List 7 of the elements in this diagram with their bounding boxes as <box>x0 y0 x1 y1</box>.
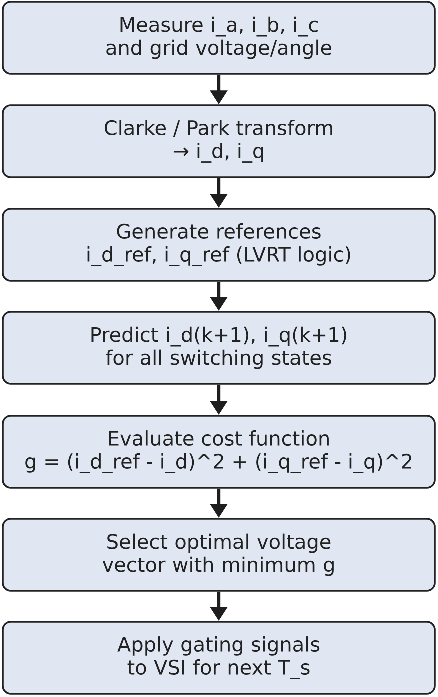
process-box: Clarke / Park transform → i_d, i_q <box>2 104 436 178</box>
process-box: Apply gating signals to VSI for next T_s <box>2 621 436 695</box>
process-box: Measure i_a, i_b, i_c and grid voltage/angle <box>2 1 436 75</box>
process-box: Evaluate cost function g = (i_d_ref - i_d)^2 + (i_q_ref - i_q)^2 <box>2 415 436 489</box>
process-box: Select optimal voltage vector with minimum g <box>2 518 436 592</box>
process-box: Predict i_d(k+1), i_q(k+1) for all switching states <box>2 311 436 385</box>
process-box: Generate references i_d_ref, i_q_ref (LVRT logic) <box>2 208 436 282</box>
